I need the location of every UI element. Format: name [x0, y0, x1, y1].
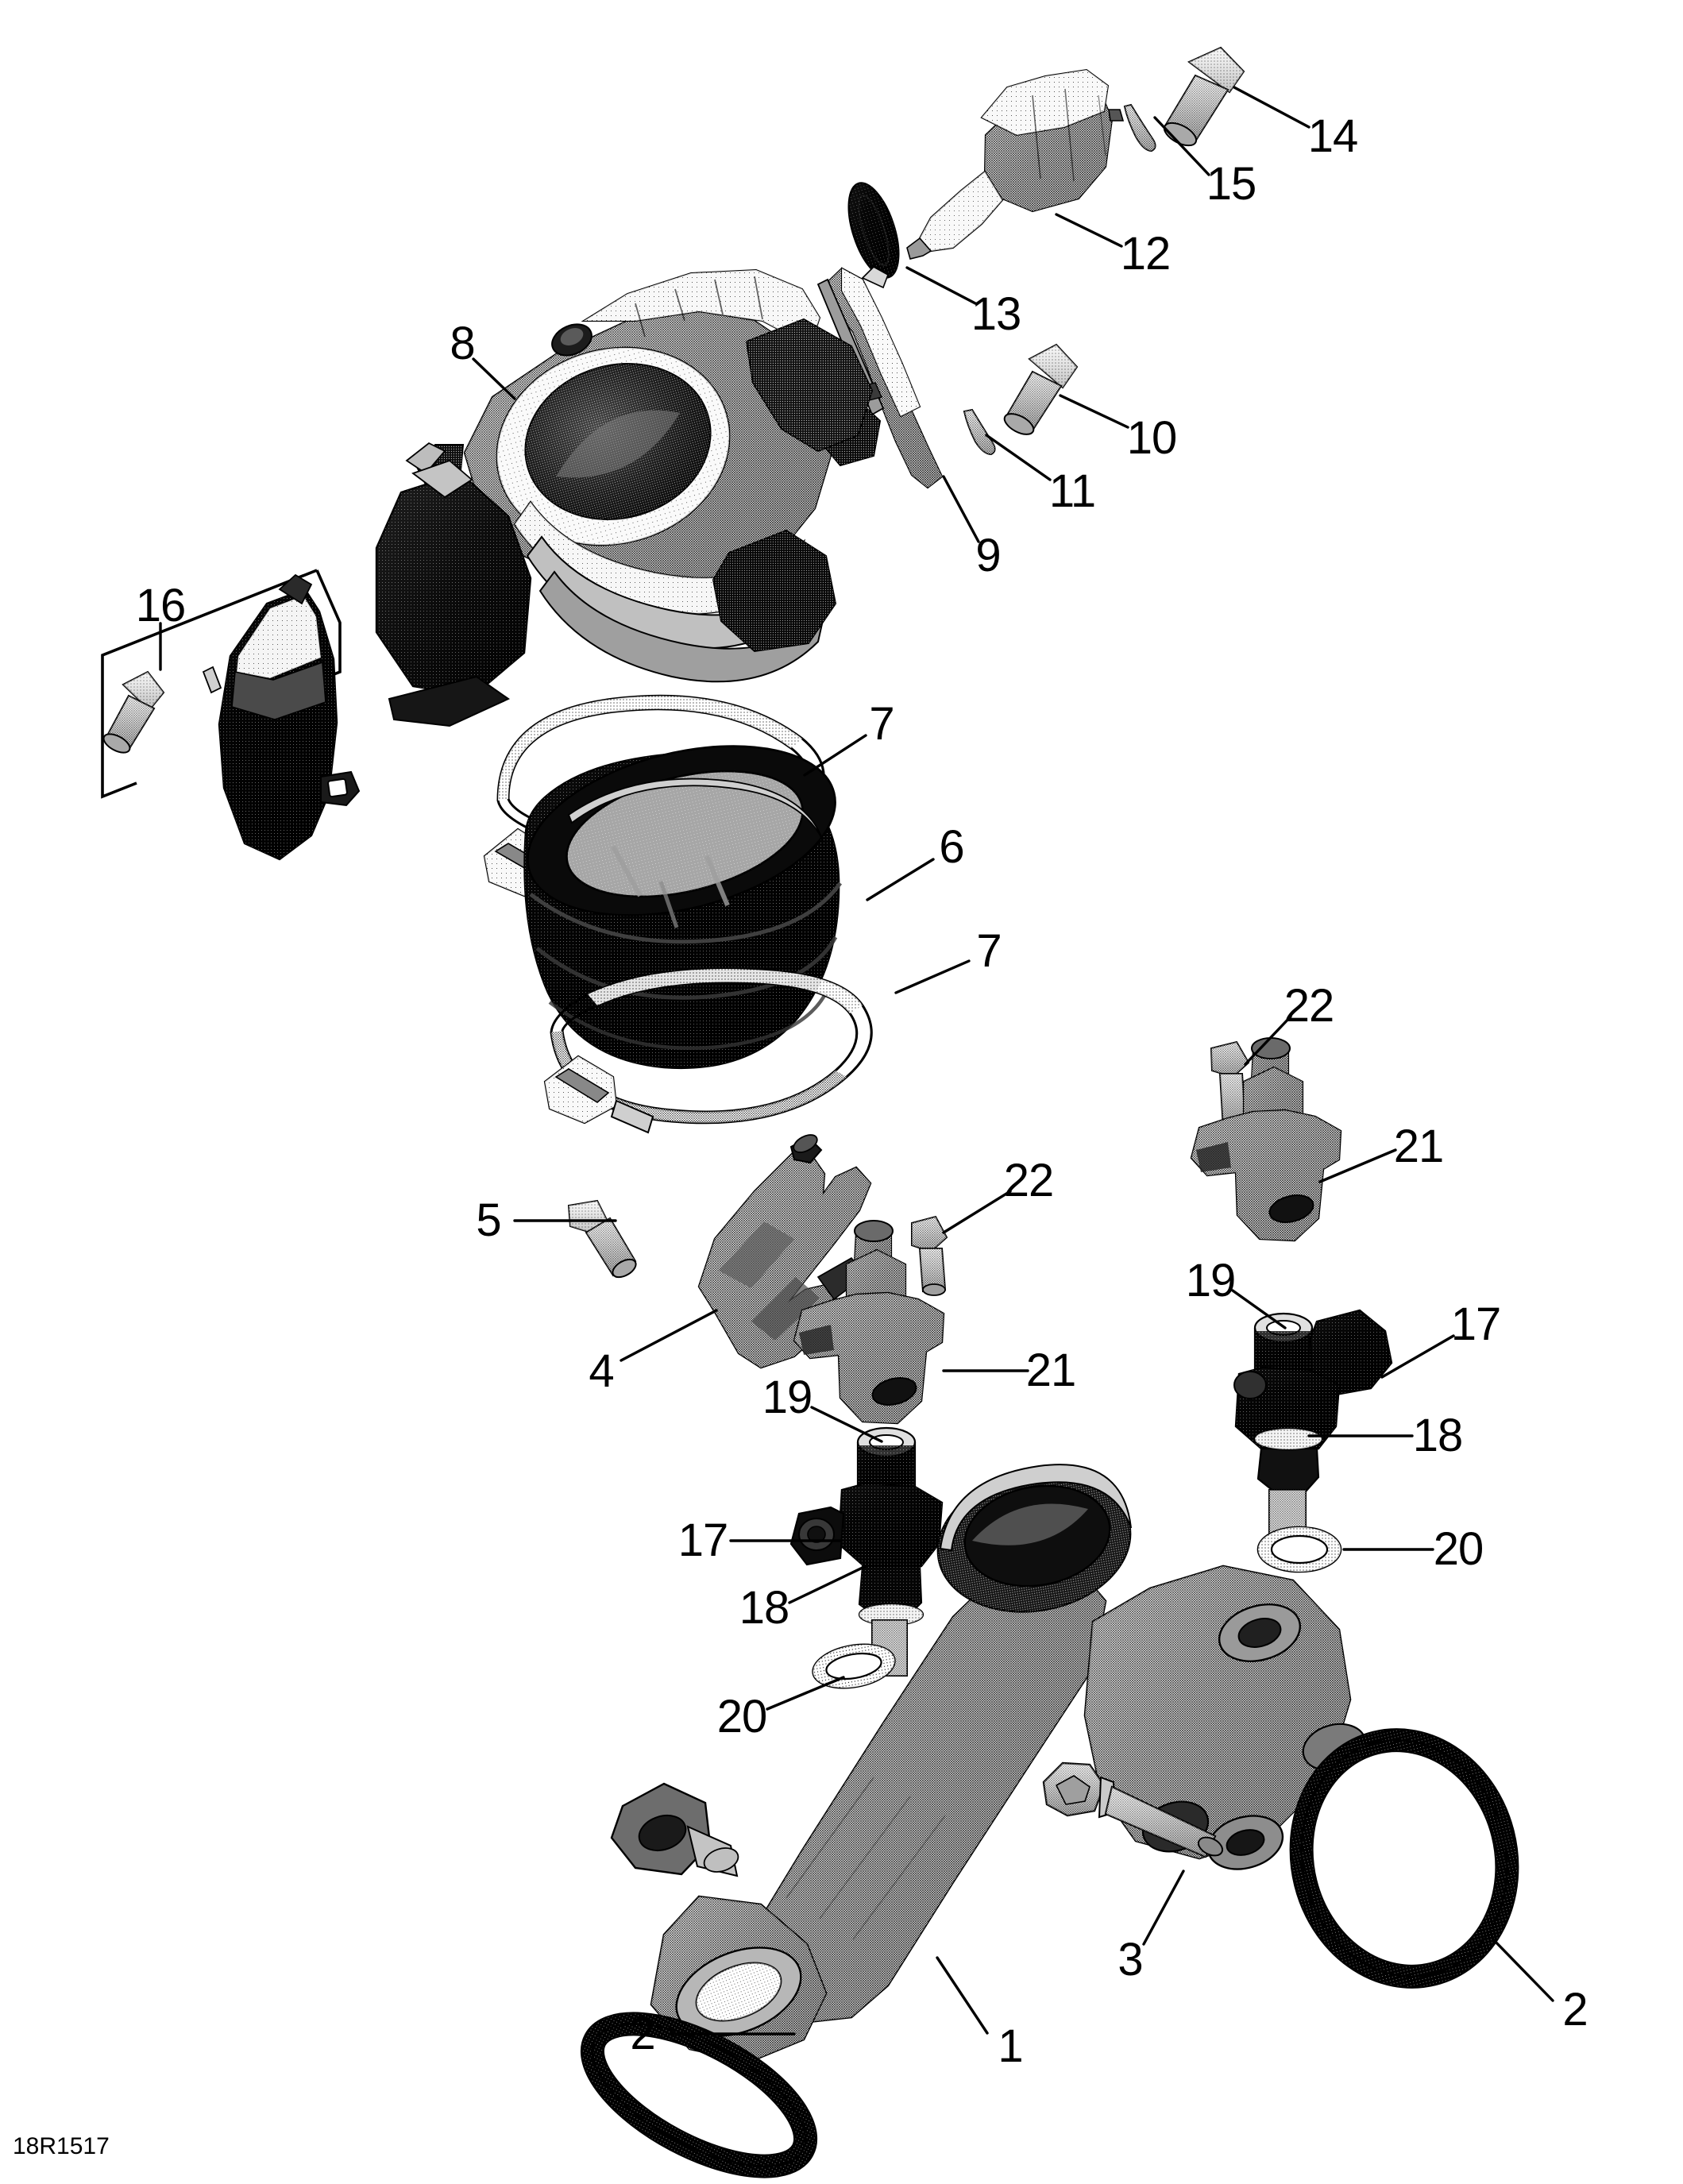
leader-line-2	[1492, 1938, 1554, 2002]
part-2a-o-ring-manifold	[580, 2012, 818, 2178]
callout-number-15: 15	[1206, 158, 1257, 210]
leader-line-22	[942, 1190, 1012, 1234]
leader-line-18	[788, 1565, 867, 1604]
callout-number-8: 8	[450, 318, 475, 369]
callout-number-12: 12	[1120, 228, 1172, 280]
callout-number-5: 5	[476, 1194, 501, 1246]
part-14-screw-iac-valve	[1163, 46, 1245, 147]
callout-number-13: 13	[971, 288, 1022, 340]
part-7b-hose-clamp-lower	[543, 967, 873, 1134]
leader-line-7	[803, 734, 867, 777]
leader-line-9	[942, 475, 980, 543]
callout-number-2: 2	[1562, 1984, 1588, 2035]
leader-line-14	[1233, 86, 1311, 129]
callout-number-1: 1	[998, 2020, 1023, 2072]
part-13-o-ring-iac	[847, 182, 900, 279]
leader-line-10	[1059, 394, 1129, 429]
leader-line-19	[1231, 1289, 1287, 1329]
callout-number-9: 9	[975, 530, 1001, 581]
part-12-idle-air-control-valve	[906, 68, 1125, 260]
part-5-screw-sensor	[567, 1199, 637, 1279]
part-22a-screw-fuel-rail-cup	[911, 1215, 948, 1296]
part-20b-o-ring-injector-seat	[1256, 1526, 1342, 1573]
leader-line-12	[1055, 213, 1123, 248]
callout-number-4: 4	[589, 1345, 614, 1397]
part-11-dowel-pin-bracket	[963, 408, 996, 456]
part-17b-fuel-injector	[1233, 1309, 1393, 1549]
callout-number-6: 6	[939, 821, 964, 873]
leader-line-17	[1380, 1334, 1455, 1379]
part-2b-o-ring-manifold	[1289, 1728, 1519, 1989]
part-16-throttle-body-cover-kit	[101, 569, 361, 861]
callout-number-21: 21	[1393, 1121, 1445, 1172]
callout-number-22: 22	[1283, 980, 1335, 1032]
leader-line-1	[936, 1956, 989, 2035]
callout-number-20: 20	[716, 1691, 768, 1742]
leader-line-6	[866, 858, 935, 901]
callout-number-20: 20	[1433, 1523, 1484, 1575]
callout-number-14: 14	[1307, 110, 1359, 162]
part-15-dowel-pin-iac	[1123, 103, 1156, 152]
callout-leader-lines	[159, 86, 1554, 2035]
part-17a-fuel-injector	[789, 1426, 944, 1677]
callout-number-17: 17	[677, 1515, 729, 1566]
callout-number-18: 18	[739, 1582, 790, 1634]
leader-line-19	[810, 1406, 883, 1443]
leader-line-8	[472, 357, 516, 400]
leader-line-15	[1153, 116, 1210, 176]
leader-line-7	[894, 959, 971, 994]
callout-number-19: 19	[762, 1372, 813, 1423]
part-21a-fuel-rail-cup	[793, 1220, 945, 1425]
callout-number-17: 17	[1450, 1298, 1502, 1350]
callout-number-10: 10	[1126, 412, 1178, 464]
part-20a-o-ring-injector-seat	[812, 1643, 896, 1689]
leader-line-21	[1318, 1148, 1397, 1183]
callout-number-11: 11	[1048, 465, 1096, 517]
callout-number-7: 7	[869, 698, 894, 750]
leader-line-22	[1244, 1015, 1292, 1066]
callout-number-18: 18	[1412, 1410, 1464, 1461]
leader-line-3	[1142, 1870, 1185, 1946]
leader-line-11	[985, 434, 1052, 481]
callout-number-22: 22	[1003, 1155, 1055, 1206]
leader-line-13	[905, 266, 977, 305]
callout-number-19: 19	[1185, 1255, 1237, 1306]
callout-number-2: 2	[630, 2008, 655, 2059]
callout-number-21: 21	[1025, 1345, 1077, 1396]
document-id: 18R1517	[13, 2133, 110, 2159]
leader-line-20	[766, 1676, 845, 1711]
part-3-hex-flange-bolt	[1042, 1761, 1224, 1858]
part-21b-fuel-rail-cup	[1190, 1037, 1342, 1242]
part-1-intake-manifold	[610, 1464, 1367, 2063]
leader-line-4	[620, 1309, 718, 1362]
callout-number-7: 7	[976, 925, 1002, 977]
part-8-throttle-body	[375, 268, 882, 727]
part-10-screw-bracket	[1003, 343, 1079, 435]
callout-number-3: 3	[1117, 1934, 1143, 1985]
callout-number-16: 16	[135, 580, 187, 631]
